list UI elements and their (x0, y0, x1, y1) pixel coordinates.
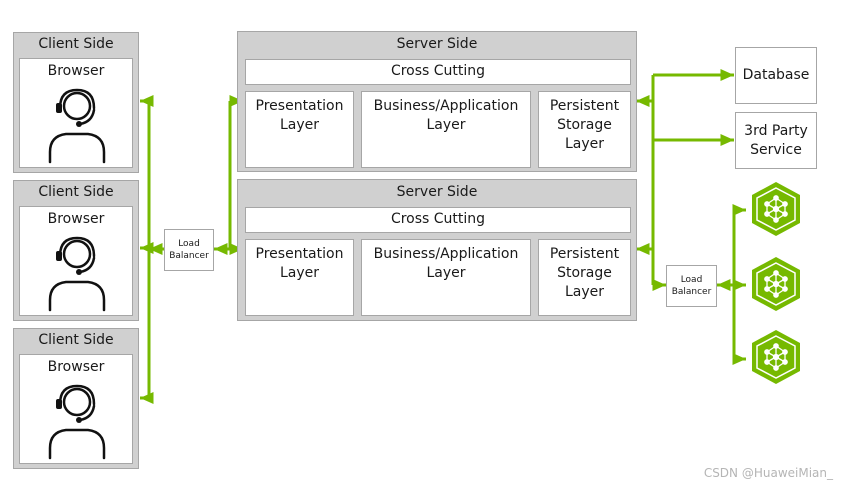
server-panel: Server Side Cross Cutting Presentation L… (237, 179, 637, 321)
cross-cutting-box: Cross Cutting (245, 207, 631, 233)
browser-box: Browser (19, 206, 133, 316)
third-party-service-box: 3rd Party Service (735, 112, 817, 169)
browser-label: Browser (47, 63, 105, 79)
presentation-layer: Presentation Layer (245, 91, 354, 168)
headset-user-icon (48, 88, 106, 164)
presentation-layer: Presentation Layer (245, 239, 354, 316)
load-balancer-left: Load Balancer (164, 229, 214, 271)
client-panel: Client Side Browser (13, 328, 139, 469)
headset-user-icon (48, 384, 106, 460)
browser-box: Browser (19, 58, 133, 168)
browser-box: Browser (19, 354, 133, 464)
client-title: Client Side (38, 36, 114, 52)
network-node-icon (752, 182, 800, 236)
headset-user-icon (48, 236, 106, 312)
server-panel: Server Side Cross Cutting Presentation L… (237, 31, 637, 172)
storage-layer: Persistent Storage Layer (538, 239, 631, 316)
client-title: Client Side (38, 332, 114, 348)
cross-cutting-label: Cross Cutting (390, 63, 486, 79)
cross-cutting-box: Cross Cutting (245, 59, 631, 85)
client-panel: Client Side Browser (13, 32, 139, 173)
storage-layer: Persistent Storage Layer (538, 91, 631, 168)
network-node-icon (752, 257, 800, 311)
load-balancer-right: Load Balancer (666, 265, 717, 307)
business-layer: Business/Application Layer (361, 239, 531, 316)
server-title: Server Side (396, 184, 478, 200)
network-node-icon (752, 330, 800, 384)
client-title: Client Side (38, 184, 114, 200)
database-box: Database (735, 47, 817, 104)
client-panel: Client Side Browser (13, 180, 139, 321)
browser-label: Browser (47, 211, 105, 227)
watermark: CSDN @HuaweiMian_ (703, 466, 833, 480)
browser-label: Browser (47, 359, 105, 375)
cross-cutting-label: Cross Cutting (390, 211, 486, 227)
business-layer: Business/Application Layer (361, 91, 531, 168)
server-title: Server Side (396, 36, 478, 52)
